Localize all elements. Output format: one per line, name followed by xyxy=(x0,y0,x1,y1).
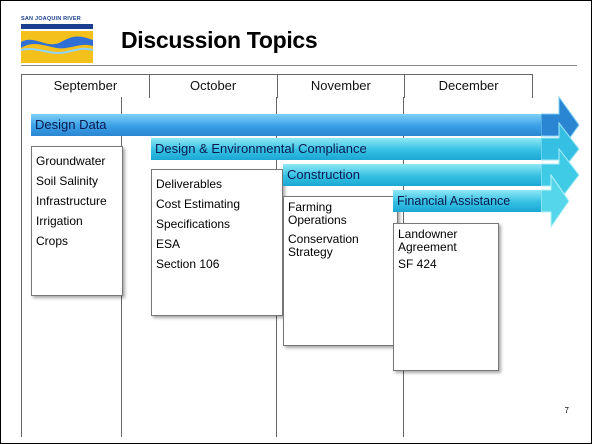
list-item: Groundwater xyxy=(36,154,106,168)
list-item: Irrigation xyxy=(36,214,83,228)
phase-box-financial-assistance: Landowner Agreement SF 424 xyxy=(393,223,499,371)
phase-box-design-data: Groundwater Soil Salinity Infrastructure… xyxy=(31,146,123,296)
phase-label: Construction xyxy=(287,167,360,182)
phase-label: Design & Environmental Compliance xyxy=(155,141,367,156)
page-title: Discussion Topics xyxy=(121,27,318,53)
phase-banner-financial-assistance: Financial Assistance xyxy=(393,190,543,212)
month-october: October xyxy=(150,75,278,98)
month-september: September xyxy=(22,75,150,98)
list-item: Strategy xyxy=(288,245,333,259)
month-november: November xyxy=(278,75,406,98)
list-item: Infrastructure xyxy=(36,194,107,208)
list-item: SF 424 xyxy=(398,257,437,271)
grid-line xyxy=(21,97,22,437)
phase-box-construction: Farming Operations Conservation Strategy xyxy=(283,196,398,346)
phase-banner-construction: Construction xyxy=(283,164,543,186)
phase-banner-design-compliance: Design & Environmental Compliance xyxy=(151,138,543,160)
month-december: December xyxy=(438,78,499,93)
list-item: ESA xyxy=(156,237,181,251)
list-item: Cost Estimating xyxy=(156,197,241,211)
list-item: Farming xyxy=(288,200,333,214)
list-item: Crops xyxy=(36,234,69,248)
timeline-months: September October November December xyxy=(21,74,533,98)
river-logo-icon xyxy=(20,24,94,63)
list-item: Operations xyxy=(288,213,347,227)
logo: SAN JOAQUIN RIVER xyxy=(20,16,94,64)
list-item: Agreement xyxy=(398,240,457,254)
list-item: Soil Salinity xyxy=(36,174,99,188)
list-item: Specifications xyxy=(156,217,231,231)
phase-label: Financial Assistance xyxy=(397,194,511,208)
phase-label: Design Data xyxy=(35,117,107,132)
list-item: Landowner xyxy=(398,227,458,241)
list-item: Conservation xyxy=(288,232,359,246)
page-number: 7 xyxy=(564,406,569,415)
phase-banner-design-data: Design Data xyxy=(31,114,543,136)
list-item: Deliverables xyxy=(156,177,223,191)
arrow-head-icon xyxy=(541,173,570,229)
title-divider xyxy=(21,65,577,66)
list-item: Section 106 xyxy=(156,257,220,271)
arrow-head-icon xyxy=(541,147,580,203)
logo-text: SAN JOAQUIN RIVER xyxy=(21,16,81,22)
phase-box-design-compliance: Deliverables Cost Estimating Specificati… xyxy=(151,169,283,316)
